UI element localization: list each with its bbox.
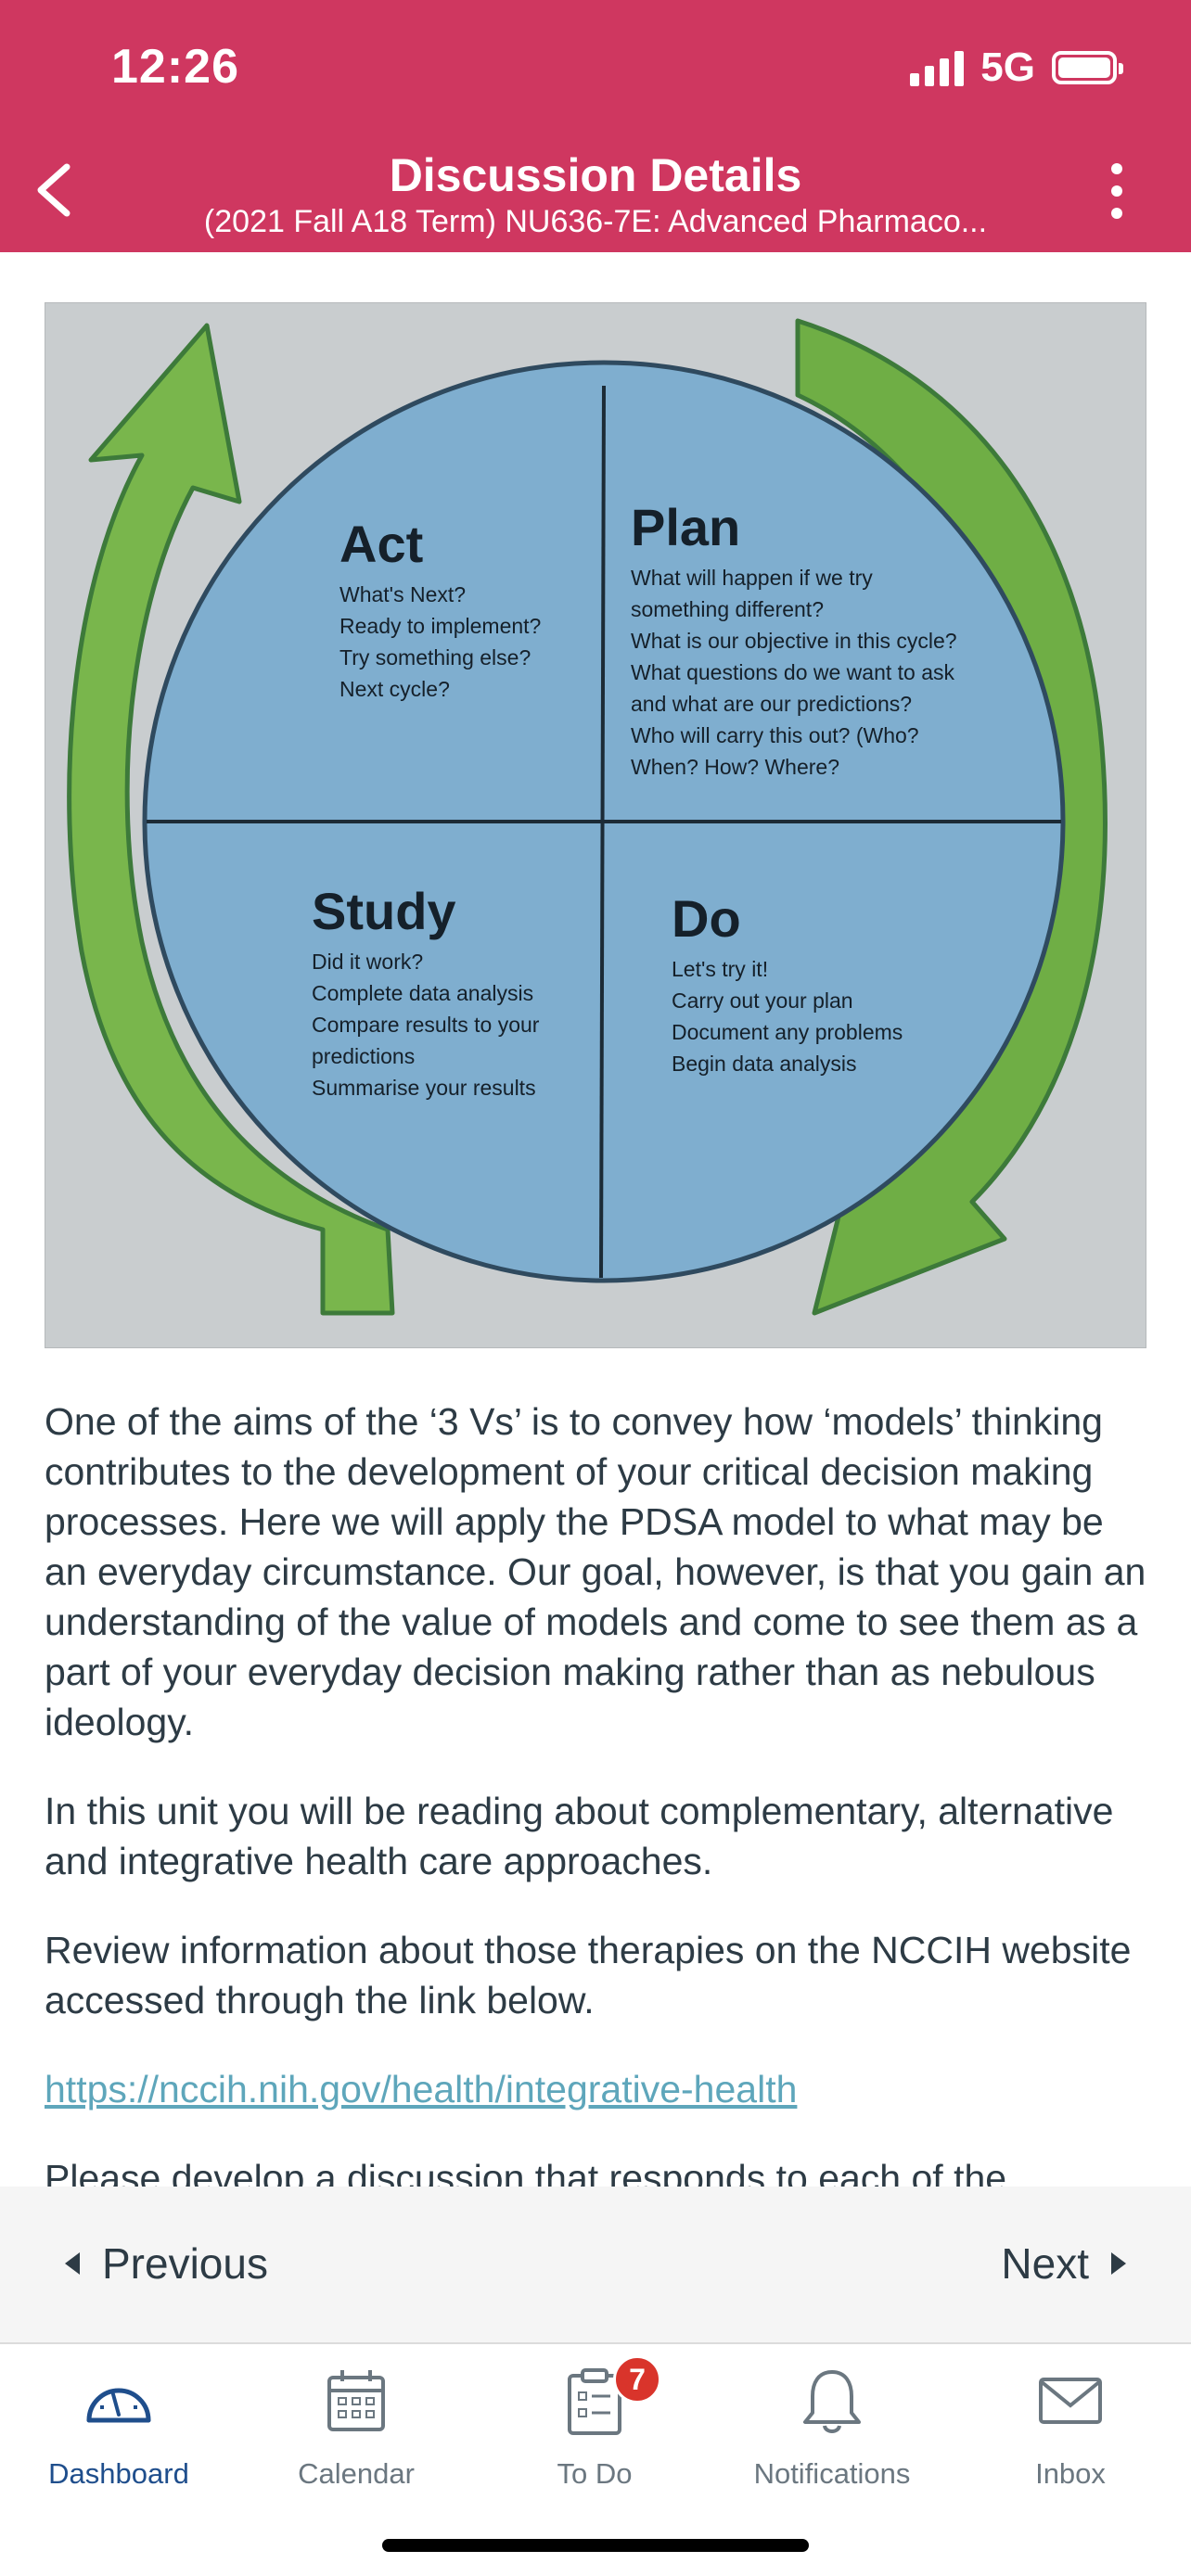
study-line: Compare results to your <box>312 1013 540 1037</box>
plan-line: What questions do we want to ask <box>631 660 955 684</box>
bottom-tab-bar: Dashboard Calendar 7 To Do <box>0 2344 1191 2576</box>
home-indicator[interactable] <box>382 2539 809 2552</box>
plan-line: something different? <box>631 597 824 621</box>
envelope-icon <box>1039 2378 1102 2424</box>
do-title: Do <box>672 889 741 948</box>
do-line: Document any problems <box>672 1020 903 1044</box>
act-title: Act <box>339 515 423 573</box>
study-line: Summarise your results <box>312 1076 536 1100</box>
plan-line: What is our objective in this cycle? <box>631 629 957 653</box>
tab-notifications[interactable]: Notifications <box>713 2344 951 2502</box>
plan-line: What will happen if we try <box>631 566 873 590</box>
tab-todo[interactable]: 7 To Do <box>476 2344 713 2502</box>
nccih-link[interactable]: https://nccih.nih.gov/health/integrative… <box>45 2068 798 2111</box>
tab-label: To Do <box>557 2457 633 2490</box>
act-line: Next cycle? <box>339 677 450 701</box>
signal-icon <box>910 49 965 86</box>
page-title: Discussion Details <box>389 149 802 201</box>
tab-dashboard[interactable]: Dashboard <box>0 2344 237 2502</box>
tab-label: Inbox <box>1035 2457 1106 2490</box>
plan-line: and what are our predictions? <box>631 692 912 716</box>
do-line: Begin data analysis <box>672 1052 856 1076</box>
calendar-icon <box>327 2370 385 2431</box>
study-line: Complete data analysis <box>312 981 533 1005</box>
tab-label: Calendar <box>298 2457 415 2490</box>
previous-label: Previous <box>102 2239 268 2288</box>
discussion-content[interactable]: Act What's Next? Ready to implement? Try… <box>0 252 1191 2187</box>
tab-label: Dashboard <box>48 2457 189 2490</box>
next-label: Next <box>1001 2239 1089 2288</box>
course-subtitle: (2021 Fall A18 Term) NU636-7E: Advanced … <box>203 204 988 239</box>
next-button[interactable]: Next <box>1001 2238 1126 2289</box>
caret-right-icon <box>1111 2252 1126 2275</box>
back-button[interactable] <box>28 158 83 223</box>
network-label: 5G <box>980 45 1035 90</box>
study-line: Did it work? <box>312 950 423 974</box>
body-paragraph: Review information about those therapies… <box>45 1929 1132 2021</box>
caret-left-icon <box>65 2252 80 2275</box>
plan-line: When? How? Where? <box>631 755 839 779</box>
study-title: Study <box>312 882 456 940</box>
chevron-left-icon <box>37 163 70 217</box>
more-options-button[interactable] <box>1108 163 1126 219</box>
kebab-dot-icon <box>1111 208 1122 219</box>
discussion-body: One of the aims of the ‘3 Vs’ is to conv… <box>45 1396 1148 2187</box>
battery-icon <box>1052 51 1123 84</box>
act-line: What's Next? <box>339 582 466 606</box>
pdsa-cycle-diagram: Act What's Next? Ready to implement? Try… <box>45 302 1146 1348</box>
kebab-dot-icon <box>1111 185 1122 197</box>
previous-button[interactable]: Previous <box>65 2238 268 2289</box>
status-time: 12:26 <box>111 40 239 94</box>
body-paragraph: In this unit you will be reading about c… <box>45 1790 1114 1882</box>
cycle-arrow-left <box>67 323 395 1316</box>
tab-inbox[interactable]: Inbox <box>952 2344 1189 2502</box>
plan-line: Who will carry this out? (Who? <box>631 723 919 747</box>
act-line: Ready to implement? <box>339 614 541 638</box>
body-paragraph: Please develop a discussion that respond… <box>45 2157 1007 2187</box>
app-header: 12:26 5G Discussion Details (2021 Fall A… <box>0 0 1191 252</box>
plan-title: Plan <box>631 498 740 556</box>
body-paragraph: One of the aims of the ‘3 Vs’ is to conv… <box>45 1400 1146 1743</box>
tab-calendar[interactable]: Calendar <box>237 2344 475 2502</box>
act-line: Try something else? <box>339 645 531 670</box>
tab-label: Notifications <box>753 2457 911 2490</box>
study-line: predictions <box>312 1044 415 1068</box>
todo-icon <box>568 2368 621 2435</box>
bell-icon <box>803 2370 861 2433</box>
dashboard-icon <box>86 2388 151 2423</box>
kebab-dot-icon <box>1111 163 1122 174</box>
do-line: Let's try it! <box>672 957 768 981</box>
pager-bar: Previous Next <box>0 2187 1191 2344</box>
do-line: Carry out your plan <box>672 988 853 1013</box>
status-indicators: 5G <box>910 45 1123 91</box>
todo-count-badge: 7 <box>613 2355 661 2404</box>
